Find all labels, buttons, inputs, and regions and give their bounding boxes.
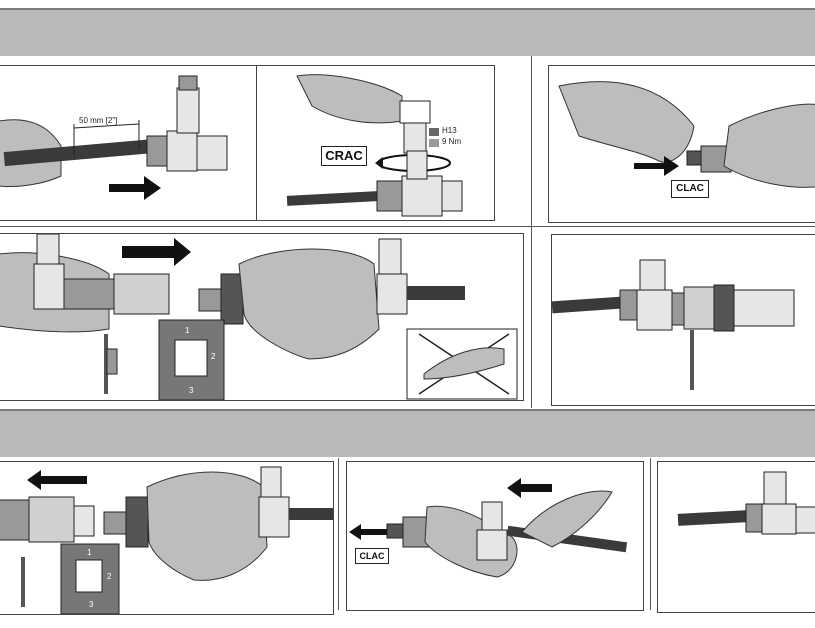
- clac-label-bottom: CLAC: [355, 548, 389, 564]
- step-1-label-bottom: 1: [87, 548, 92, 557]
- length-label: 50 mm [2"]: [79, 116, 118, 125]
- wrench-icon: [429, 128, 439, 136]
- crac-label: CRAC: [321, 146, 367, 166]
- clac-label-top: CLAC: [671, 180, 709, 198]
- right-arrow-icon: [109, 176, 161, 200]
- rotate-arrow-icon: [375, 157, 383, 169]
- section-header-band-top: [0, 8, 815, 56]
- row-divider: [0, 226, 815, 227]
- panel-clac-top: CLAC: [548, 65, 815, 223]
- wrench-size-label: H13: [442, 126, 457, 135]
- panel-disconnected: [657, 461, 815, 613]
- cut-pipe-illustration: [0, 75, 228, 200]
- step-2-label-bottom: 2: [107, 572, 112, 581]
- clac-connect-illustration: [558, 81, 815, 188]
- step-3-label-bottom: 3: [89, 600, 94, 609]
- panel-tighten: CRAC H13 9 Nm: [256, 65, 495, 221]
- step-3-label: 3: [189, 386, 194, 395]
- unlock-illustration: [0, 466, 333, 614]
- right-arrow-icon: [122, 238, 191, 266]
- torque-label: 9 Nm: [442, 137, 462, 146]
- torque-icon: [429, 139, 439, 147]
- panel-assembled: [551, 234, 815, 406]
- panel-insert-lock: 1 2 3: [0, 233, 524, 401]
- clac-release-illustration: [349, 478, 628, 578]
- left-arrow-icon: [507, 478, 552, 498]
- left-arrow-icon: [27, 470, 87, 490]
- insert-lock-illustration: [0, 234, 518, 400]
- panel-cut-pipe: 50 mm [2"]: [0, 65, 258, 221]
- assembled-illustration: [552, 259, 795, 390]
- column-divider-bottom-1: [338, 458, 339, 610]
- step-2-label: 2: [211, 352, 216, 361]
- tighten-illustration: [286, 74, 463, 217]
- panel-unlock: 1 2 3: [0, 461, 334, 615]
- step-1-label: 1: [185, 326, 190, 335]
- section-header-band-middle: [0, 409, 815, 457]
- left-arrow-icon: [349, 524, 387, 540]
- column-divider: [531, 56, 532, 408]
- right-arrow-icon: [634, 156, 679, 176]
- disconnected-illustration: [677, 471, 815, 535]
- panel-clac-bottom: CLAC: [346, 461, 644, 611]
- column-divider-bottom-2: [650, 458, 651, 610]
